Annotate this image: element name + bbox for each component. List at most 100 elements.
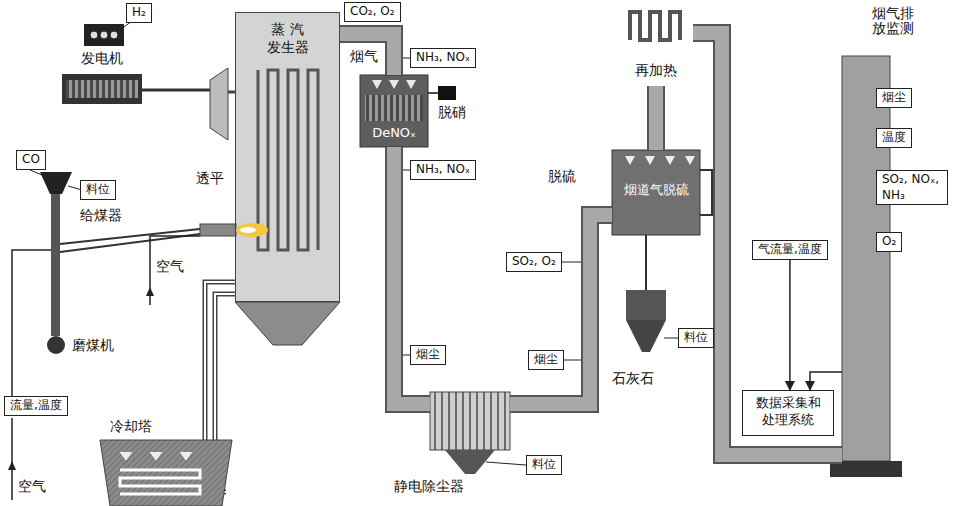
denox-housing	[360, 75, 428, 147]
tag-text: 料位	[532, 457, 556, 473]
generator-housing	[62, 74, 142, 104]
tag-text: 烟尘	[416, 347, 440, 363]
sensor-tag: 烟尘	[528, 350, 564, 370]
generator: 发电机	[58, 22, 146, 106]
coal-column	[51, 194, 60, 336]
tag-text: NH₃, NOₓ	[416, 50, 470, 66]
flue-duct	[693, 33, 842, 455]
part-label: 空气	[18, 478, 46, 495]
sensor-tag: 气流量,温度	[752, 240, 828, 260]
tag-text: 料位	[86, 182, 110, 198]
sensor-tag: CO	[16, 150, 46, 170]
tag-text: 温度	[882, 130, 906, 146]
tag-text: 料位	[684, 330, 708, 346]
esp-housing	[430, 392, 510, 450]
equipment-label: DeNOₓ	[360, 125, 428, 141]
sensor-tag: CO₂, O₂	[344, 2, 401, 22]
tag-text: 气流量,温度	[758, 242, 822, 258]
limestone-silo	[626, 290, 666, 320]
leader-line	[30, 170, 42, 175]
tag-text: O₂	[882, 234, 896, 250]
stack-sensor: 烟尘	[876, 88, 912, 108]
electrostatic-precipitator: 静电除尘器	[430, 392, 510, 450]
sensor-tag: NH₃, NOₓ	[410, 48, 476, 68]
equipment-label: 烟气排放监测	[872, 6, 914, 37]
limestone-hopper	[626, 320, 666, 352]
part-label: 脱硝	[438, 104, 466, 121]
tag-text: CO	[22, 152, 40, 168]
flue-duct	[510, 215, 612, 404]
sensor-tag: SO₂, O₂	[506, 252, 562, 272]
signal-wire	[789, 260, 791, 390]
duct-body	[693, 33, 842, 455]
equipment-label: 发电机	[58, 50, 146, 68]
equipment-label: 静电除尘器	[394, 478, 464, 496]
flue-duct	[656, 86, 657, 150]
equipment-label: 再加热	[618, 62, 693, 80]
turbine	[210, 68, 228, 140]
duct-body	[340, 34, 394, 75]
sensor-tag: 料位	[678, 328, 714, 348]
tower-spray	[120, 452, 192, 460]
shaft	[142, 89, 212, 92]
part-label: 空气	[156, 258, 184, 275]
coal-hopper	[40, 172, 72, 194]
stack-sensor: SO₂, NOₓ, NH₃	[876, 170, 948, 205]
duct-body	[394, 147, 430, 404]
duct-body	[649, 86, 663, 150]
fgd-spray	[625, 156, 695, 165]
duct-outline	[693, 33, 842, 455]
data-system: 数据采集和 处理系统	[742, 390, 834, 436]
leader-line	[560, 262, 581, 263]
stack-sensor: O₂	[876, 232, 902, 252]
tag-text: H₂	[132, 5, 146, 21]
signal-wire	[810, 372, 842, 390]
steam-line	[228, 91, 235, 94]
cooling-tower	[100, 440, 232, 506]
flue-duct	[340, 34, 394, 75]
leader-line	[664, 338, 678, 339]
reagent-line	[428, 92, 438, 94]
fgd-housing	[612, 150, 700, 235]
generator-body	[62, 74, 212, 104]
cooler-fan	[100, 31, 108, 39]
tower-coil	[120, 470, 200, 494]
tag-text: CO₂, O₂	[350, 4, 395, 20]
flame-core	[240, 227, 256, 233]
part-label: 透平	[196, 170, 224, 187]
cooler-body	[84, 24, 124, 46]
steam-generator: 蒸 汽 发生器	[235, 12, 340, 302]
burner	[200, 224, 236, 236]
sensor-tag: H₂	[126, 3, 152, 23]
duct-outline	[647, 86, 665, 150]
flue-duct	[394, 147, 430, 404]
denox-catalyst	[365, 95, 423, 121]
flame	[236, 223, 268, 237]
tag-text: 烟尘	[534, 352, 558, 368]
tag-text: 烟尘	[882, 90, 906, 106]
sensor-tag: 烟尘	[410, 345, 446, 365]
part-label: 石灰石	[612, 370, 654, 387]
part-label: 磨煤机	[72, 337, 114, 354]
tag-text: NH₃, NOₓ	[416, 162, 470, 178]
boiler-coil	[258, 70, 318, 250]
denox-spray	[372, 80, 416, 89]
sensor-tag: NH₃, NOₓ	[410, 160, 476, 180]
air-line	[12, 250, 51, 500]
stack	[842, 56, 890, 461]
air-line	[150, 236, 200, 305]
sensor-tag: 料位	[80, 180, 116, 200]
tag-text: SO₂, O₂	[512, 254, 556, 270]
leader-line	[486, 462, 526, 465]
duct-body	[510, 215, 612, 404]
reheat-coil	[630, 12, 680, 40]
duct-outline	[394, 147, 430, 404]
equipment-label: 蒸 汽 发生器	[264, 21, 312, 56]
air-arrow	[8, 461, 16, 470]
tag-text: 流量,温度	[10, 398, 62, 414]
denox-unit: DeNOₓ	[360, 75, 428, 147]
sensor-tag: 料位	[526, 455, 562, 475]
air-arrow	[146, 287, 154, 296]
